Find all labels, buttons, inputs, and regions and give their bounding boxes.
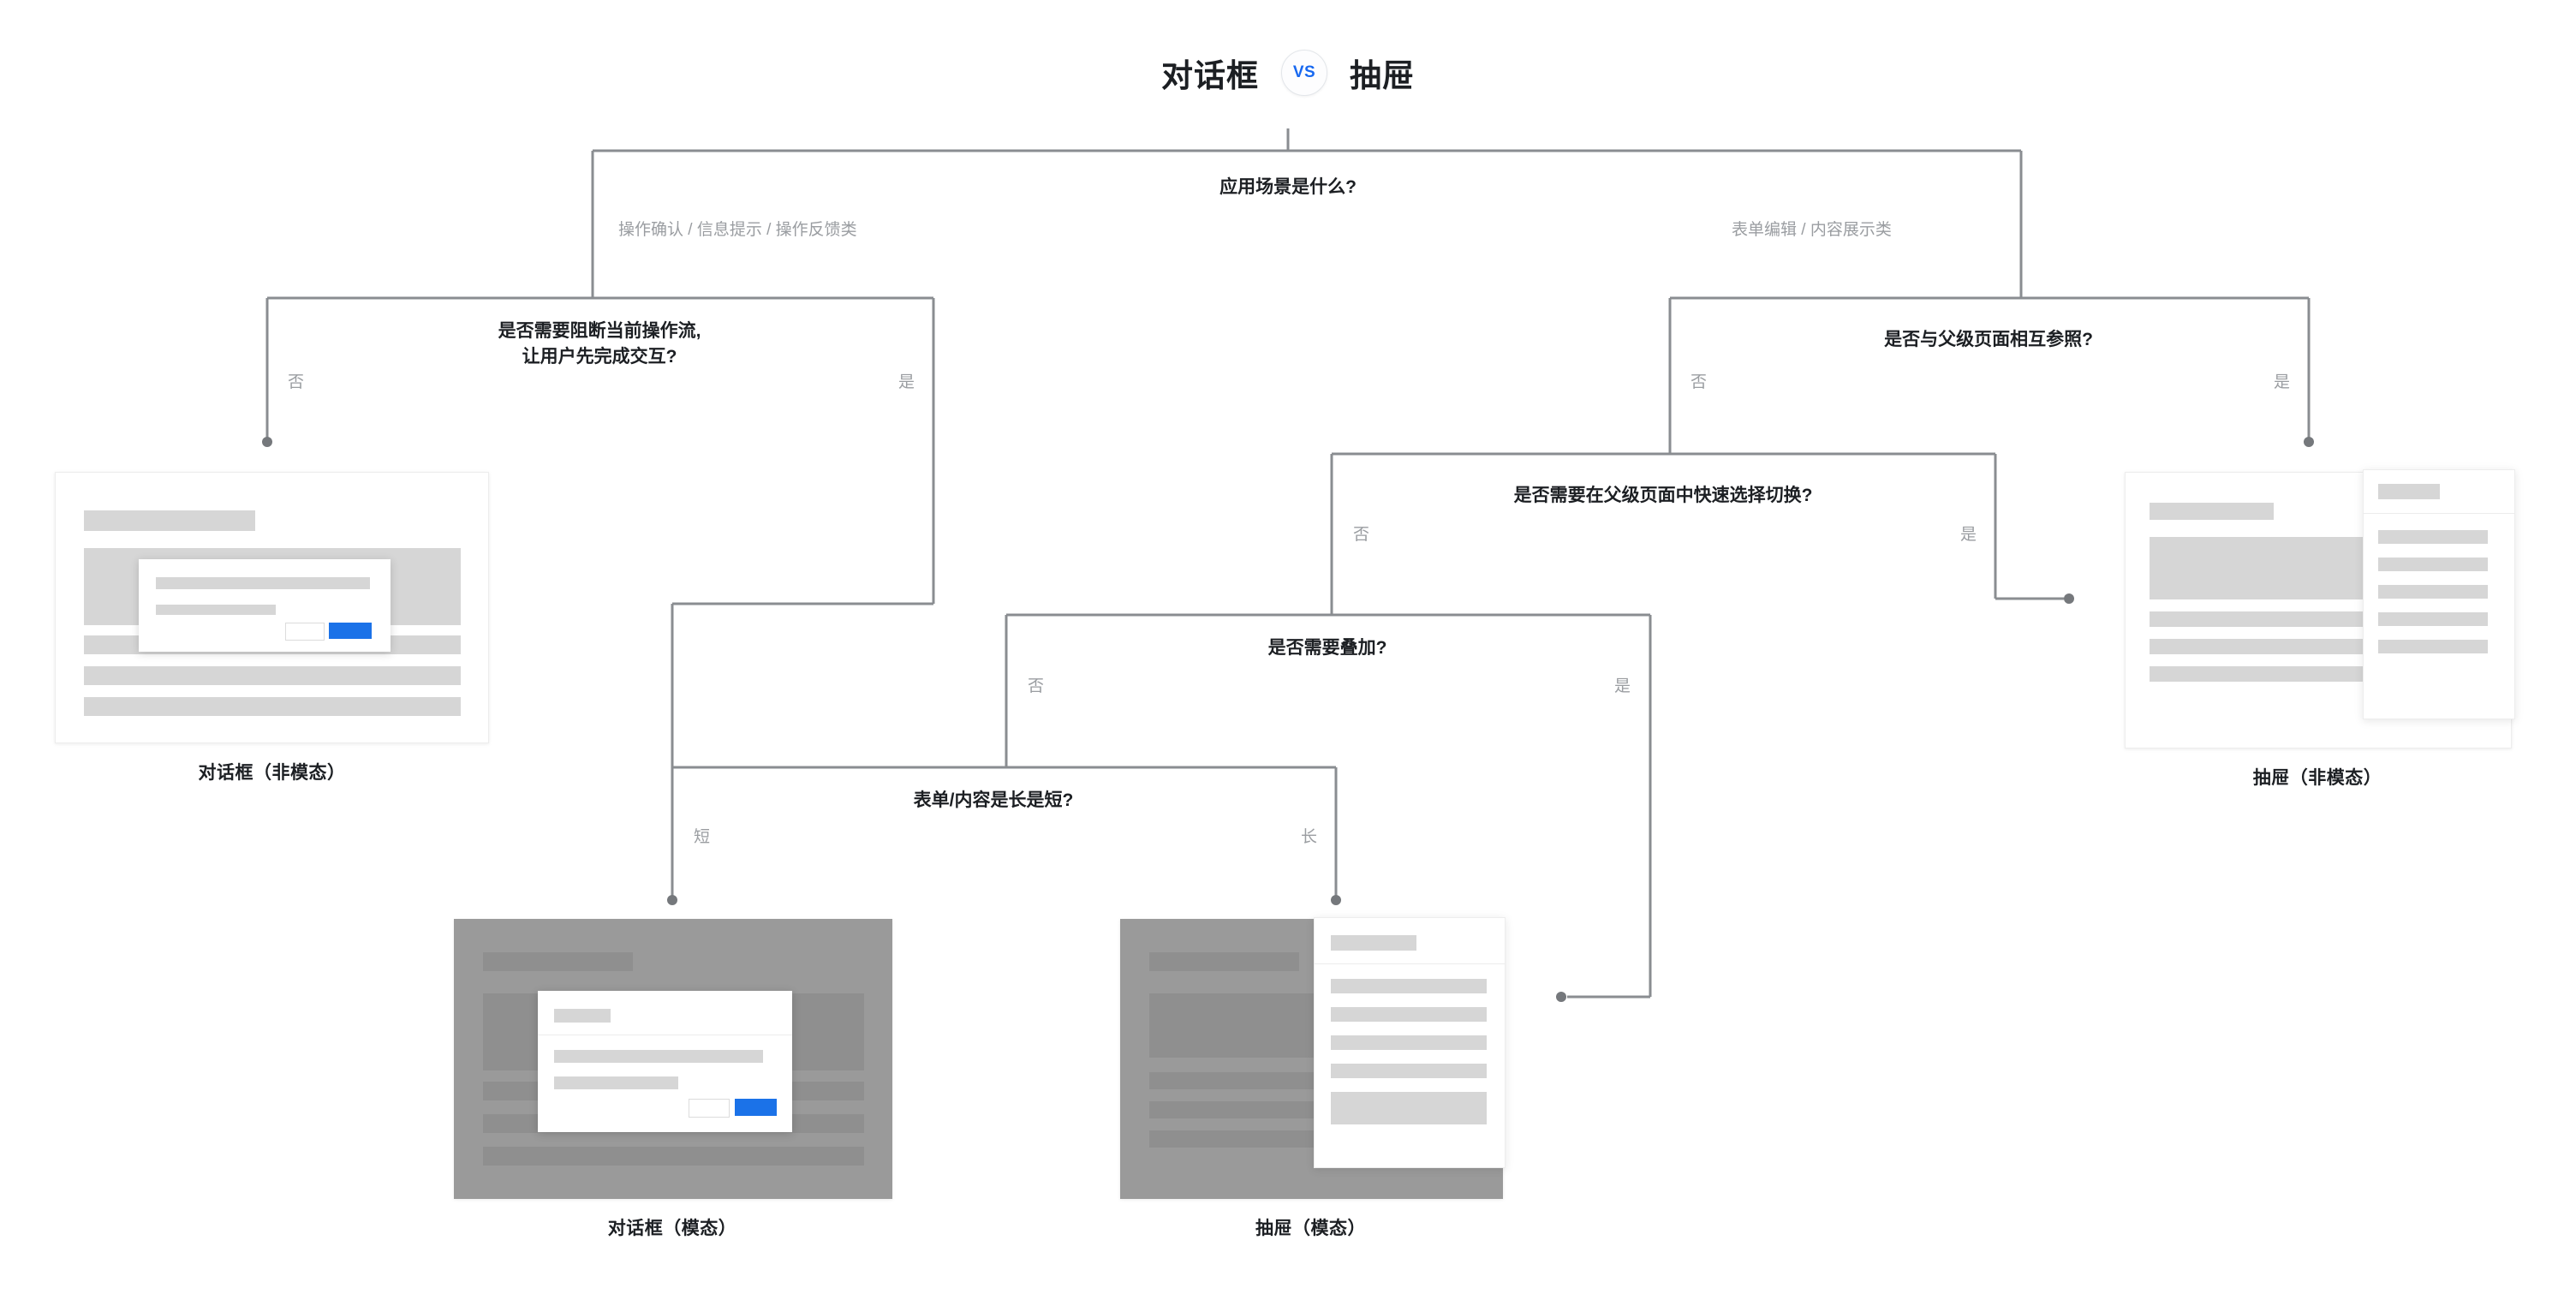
placeholder-bar [2378, 612, 2488, 626]
outcome-dialog-nonmodal: 对话框（非模态） [55, 472, 489, 784]
placeholder-bar [554, 1050, 763, 1063]
placeholder-bar [84, 510, 255, 531]
outcome-dialog-modal: 对话框（模态） [454, 919, 892, 1240]
diagram-title: 对话框 VS 抽屉 [0, 50, 2576, 96]
confirm-button[interactable] [735, 1099, 777, 1116]
endpoint-dot-drawer-modal [1556, 992, 1566, 1002]
placeholder-bar [554, 1076, 678, 1089]
placeholder-bar [1331, 1035, 1487, 1050]
placeholder-bar [2378, 558, 2488, 571]
edge-label-overlay-no: 否 [1028, 677, 1045, 695]
title-left-word: 对话框 [1161, 58, 1259, 93]
endpoint-dot-dialog-nonmodal [262, 437, 272, 447]
edge-label-parentref-no: 否 [1690, 373, 1708, 391]
placeholder-bar [554, 1009, 611, 1023]
question-quick-switch: 是否需要在父级页面中快速选择切换? [1513, 486, 1813, 505]
edge-label-block-no: 否 [288, 373, 305, 391]
edge-label-overlay-yes: 是 [1613, 677, 1631, 695]
edge-label-length-short: 短 [694, 828, 711, 846]
edge-label-length-long: 长 [1300, 828, 1317, 846]
edge-label-parentref-yes: 是 [2273, 373, 2290, 391]
placeholder-bar [84, 697, 461, 716]
placeholder-bar [2150, 503, 2274, 520]
edge-label-quickswitch-yes: 是 [1959, 526, 1977, 544]
dialog-modal-frame [454, 919, 892, 1199]
question-parent-reference: 是否与父级页面相互参照? [1884, 330, 2093, 349]
endpoint-dot-drawer-nonmodal-side [2064, 593, 2074, 604]
placeholder-block [1149, 993, 1338, 1058]
placeholder-bar [2378, 585, 2488, 599]
question-overlay: 是否需要叠加? [1267, 638, 1387, 658]
title-right-word: 抽屉 [1350, 58, 1415, 93]
drawer-nonmodal-frame [2125, 469, 2515, 748]
dialog-nonmodal-frame [55, 472, 489, 743]
placeholder-bar [483, 952, 633, 971]
placeholder-bar [1149, 952, 1299, 971]
drawer-modal-frame [1120, 917, 1506, 1199]
dialog-nonmodal-caption: 对话框（非模态） [198, 763, 346, 783]
edge-label-root-left: 操作确认 / 信息提示 / 操作反馈类 [618, 221, 857, 239]
outcome-drawer-nonmodal: 抽屉（非模态） [2125, 469, 2515, 790]
placeholder-bar [1331, 1064, 1487, 1078]
endpoint-dot-dialog-modal [667, 895, 677, 905]
dialog-popup [139, 559, 391, 652]
placeholder-bar [2150, 666, 2365, 682]
placeholder-bar [1331, 1007, 1487, 1022]
placeholder-bar [2150, 639, 2365, 654]
drawer-panel [2363, 469, 2515, 719]
placeholder-bar [84, 666, 461, 685]
placeholder-block [2150, 537, 2365, 599]
placeholder-bar [483, 1147, 864, 1166]
placeholder-bar [1149, 1101, 1338, 1118]
edge-label-quickswitch-no: 否 [1353, 526, 1370, 544]
cancel-button[interactable] [689, 1099, 730, 1118]
dialog-modal-caption: 对话框（模态） [607, 1219, 737, 1238]
cancel-button[interactable] [285, 623, 325, 641]
endpoint-dot-drawer-modal-top [1331, 895, 1341, 905]
placeholder-bar [1331, 979, 1487, 993]
question-block-flow: 是否需要阻断当前操作流, 让用户先完成交互? [498, 321, 701, 367]
edge-label-block-yes: 是 [897, 373, 915, 391]
dialog-popup [538, 991, 792, 1132]
placeholder-bar [2378, 640, 2488, 653]
panel-header-divider [2364, 513, 2514, 514]
placeholder-bar [1149, 1072, 1338, 1089]
placeholder-bar [1149, 1130, 1338, 1148]
placeholder-block [1331, 1092, 1487, 1124]
drawer-panel [1314, 917, 1506, 1168]
question-form-length: 表单/内容是长是短? [913, 790, 1074, 810]
outcome-drawer-modal: 抽屉（模态） [1120, 917, 1506, 1240]
question-root: 应用场景是什么? [1219, 177, 1357, 197]
placeholder-bar [2378, 530, 2488, 544]
vs-badge-label: VS [1292, 63, 1316, 81]
vs-badge-icon: VS [1281, 50, 1327, 96]
panel-header-divider [1315, 963, 1505, 964]
confirm-button[interactable] [329, 623, 372, 639]
placeholder-bar [2150, 611, 2365, 627]
placeholder-bar [156, 577, 370, 589]
placeholder-bar [156, 605, 276, 615]
placeholder-bar [1331, 935, 1416, 951]
placeholder-bar [2378, 484, 2440, 499]
drawer-nonmodal-caption: 抽屉（非模态） [2252, 768, 2382, 788]
endpoint-dot-drawer-nonmodal-top [2304, 437, 2314, 447]
drawer-modal-caption: 抽屉（模态） [1255, 1219, 1366, 1238]
edge-label-root-right: 表单编辑 / 内容展示类 [1732, 221, 1892, 239]
